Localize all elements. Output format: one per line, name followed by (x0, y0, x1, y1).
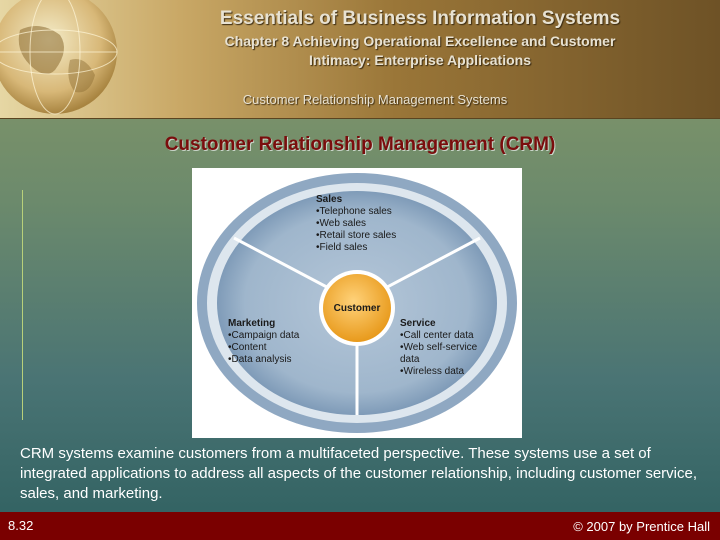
section-title: Customer Relationship Management Systems (100, 92, 650, 107)
marketing-item: Data analysis (228, 354, 299, 366)
slide-footer: 8.32 © 2007 by Prentice Hall (0, 512, 720, 540)
decorative-line (22, 190, 23, 420)
chapter-title: Chapter 8 Achieving Operational Excellen… (120, 32, 720, 70)
crm-diagram: Sales Telephone sales Web sales Retail s… (192, 168, 522, 438)
sales-item: Web sales (316, 218, 396, 230)
sales-segment: Sales Telephone sales Web sales Retail s… (316, 194, 396, 254)
copyright-notice: © 2007 by Prentice Hall (573, 519, 710, 534)
chapter-line-1: Chapter 8 Achieving Operational Excellen… (120, 32, 720, 51)
slide-header: Essentials of Business Information Syste… (0, 0, 720, 119)
service-item: Call center data (400, 330, 495, 342)
sales-item: Retail store sales (316, 230, 396, 242)
sales-item: Field sales (316, 242, 396, 254)
course-title: Essentials of Business Information Syste… (120, 8, 720, 30)
page-number: 8.32 (8, 518, 33, 533)
slide-title: Customer Relationship Management (CRM) (0, 134, 720, 156)
marketing-heading: Marketing (228, 318, 299, 330)
service-item: Wireless data (400, 366, 495, 378)
chapter-line-2: Intimacy: Enterprise Applications (120, 51, 720, 70)
service-item: Web self-service data (400, 342, 495, 366)
sales-heading: Sales (316, 194, 396, 206)
sales-item: Telephone sales (316, 206, 396, 218)
service-segment: Service Call center data Web self-servic… (400, 318, 495, 378)
marketing-item: Content (228, 342, 299, 354)
marketing-segment: Marketing Campaign data Content Data ana… (228, 318, 299, 366)
marketing-item: Campaign data (228, 330, 299, 342)
customer-label: Customer (328, 303, 386, 314)
body-paragraph: CRM systems examine customers from a mul… (20, 444, 710, 504)
service-heading: Service (400, 318, 495, 330)
